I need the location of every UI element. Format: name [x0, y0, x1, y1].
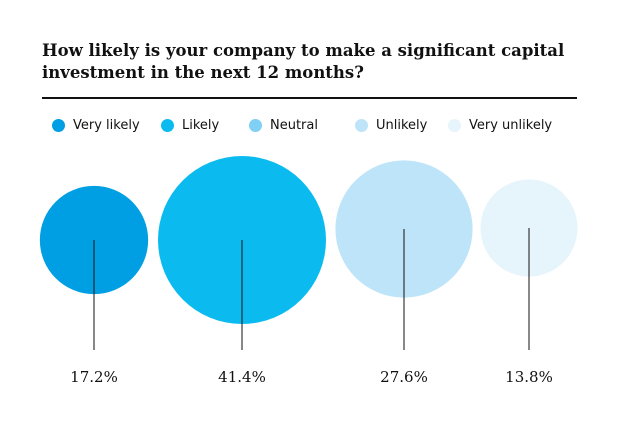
title-divider: [42, 97, 577, 99]
legend-label: Very likely: [73, 118, 140, 133]
legend-label: Neutral: [270, 118, 318, 133]
legend-swatch: [52, 119, 65, 132]
legend-swatch: [448, 119, 461, 132]
data-label: 17.2%: [70, 368, 118, 386]
legend-label: Unlikely: [376, 118, 428, 133]
legend-label: Likely: [182, 118, 220, 133]
legend-label: Very unlikely: [469, 118, 553, 133]
legend-item: Very unlikely: [448, 118, 552, 133]
data-label: 27.6%: [380, 368, 428, 386]
bubble-unlikely: [335, 160, 473, 298]
legend-item: Very likely: [52, 118, 140, 133]
legend-item: Unlikely: [355, 118, 427, 133]
legend-item: Likely: [161, 118, 219, 133]
chart-title: How likely is your company to make a sig…: [42, 41, 565, 82]
data-label: 41.4%: [218, 368, 266, 386]
legend-item: Neutral: [249, 118, 318, 133]
legend-swatch: [249, 119, 262, 132]
legend: Very likely Likely Neutral Unlikely Very unl…: [0, 118, 620, 138]
legend-swatch: [355, 119, 368, 132]
legend-swatch: [161, 119, 174, 132]
data-label: 13.8%: [505, 368, 553, 386]
